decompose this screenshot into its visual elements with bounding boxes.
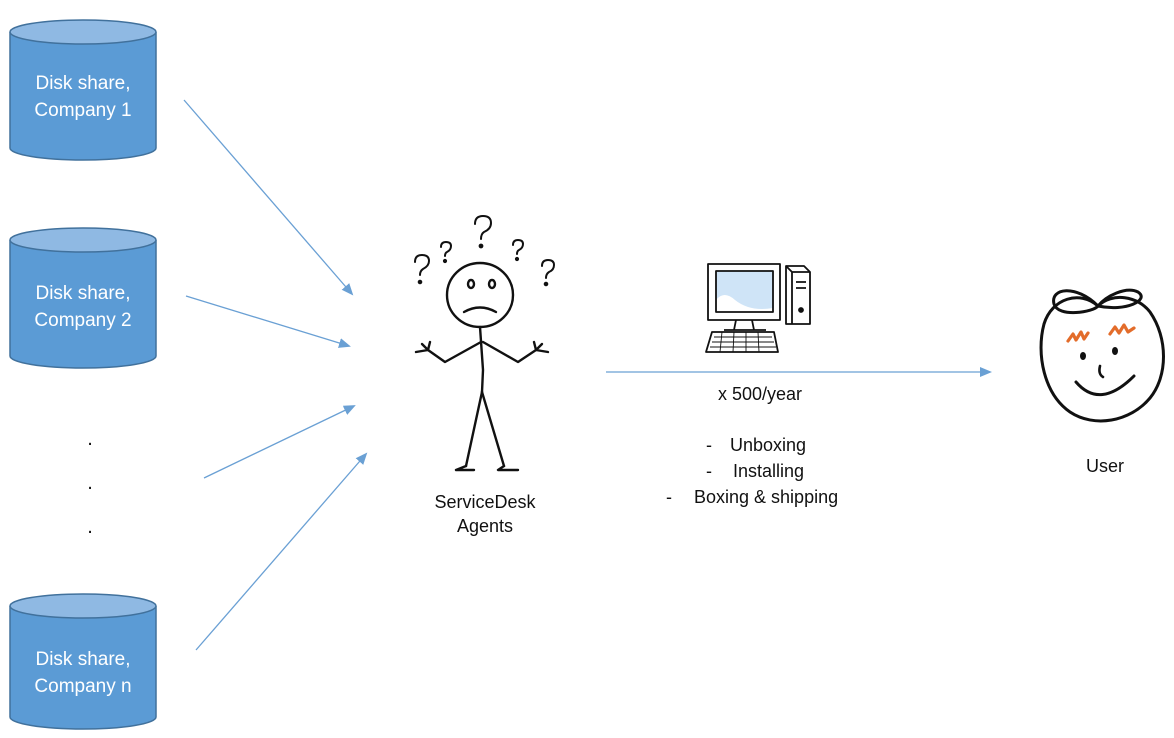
servicedesk-agents-line2: Agents <box>456 516 514 536</box>
disk-share-company-2-line2: Company 2 <box>34 310 132 331</box>
task-label-unboxing: Unboxing <box>730 435 807 455</box>
disk-share-company-n-line2: Company n <box>34 676 132 697</box>
arrow-company-1-to-agents <box>183 99 354 296</box>
task-bullet: - <box>666 487 672 507</box>
disk-share-company-2-label: Disk share, Company 2 <box>10 280 156 334</box>
servicedesk-agents-label: ServiceDesk Agents <box>400 490 570 538</box>
task-item: - Installing <box>660 458 880 484</box>
ellipsis-dot-2: . <box>87 472 93 494</box>
task-label-installing: Installing <box>733 461 805 481</box>
task-list: - Unboxing - Installing - Boxing & shipp… <box>660 432 880 510</box>
disk-share-cylinder-1 <box>9 19 157 161</box>
computer-icon <box>705 263 811 353</box>
stick-figure-icon <box>414 261 550 472</box>
disk-share-company-n-label: Disk share, Company n <box>10 646 156 700</box>
task-bullet: - <box>706 435 712 455</box>
disk-share-cylinder-2 <box>9 227 157 369</box>
task-item: - Unboxing <box>660 432 880 458</box>
rate-label: x 500/year <box>717 384 803 404</box>
disk-share-company-1-line2: Company 1 <box>34 100 132 121</box>
question-mark-icon <box>414 214 556 287</box>
ellipsis-dot-1: . <box>87 428 93 450</box>
arrow-ellipsis-to-agents <box>203 405 356 479</box>
user-label: User <box>1085 456 1124 476</box>
task-label-boxing-shipping: Boxing & shipping <box>694 487 839 507</box>
disk-share-company-1-label: Disk share, Company 1 <box>10 70 156 124</box>
task-bullet: - <box>706 461 712 481</box>
disk-share-company-n-line1: Disk share, <box>35 649 131 670</box>
disk-share-cylinder-n <box>9 593 157 730</box>
arrow-company-n-to-agents <box>195 452 368 651</box>
disk-share-company-2-line1: Disk share, <box>35 283 131 304</box>
task-item: - Boxing & shipping <box>660 484 880 510</box>
ellipsis-dot-3: . <box>87 516 93 538</box>
user-face-icon <box>1039 288 1165 423</box>
disk-share-company-1-line1: Disk share, <box>35 73 131 94</box>
servicedesk-agents-line1: ServiceDesk <box>434 492 536 512</box>
arrow-company-2-to-agents <box>185 295 351 348</box>
